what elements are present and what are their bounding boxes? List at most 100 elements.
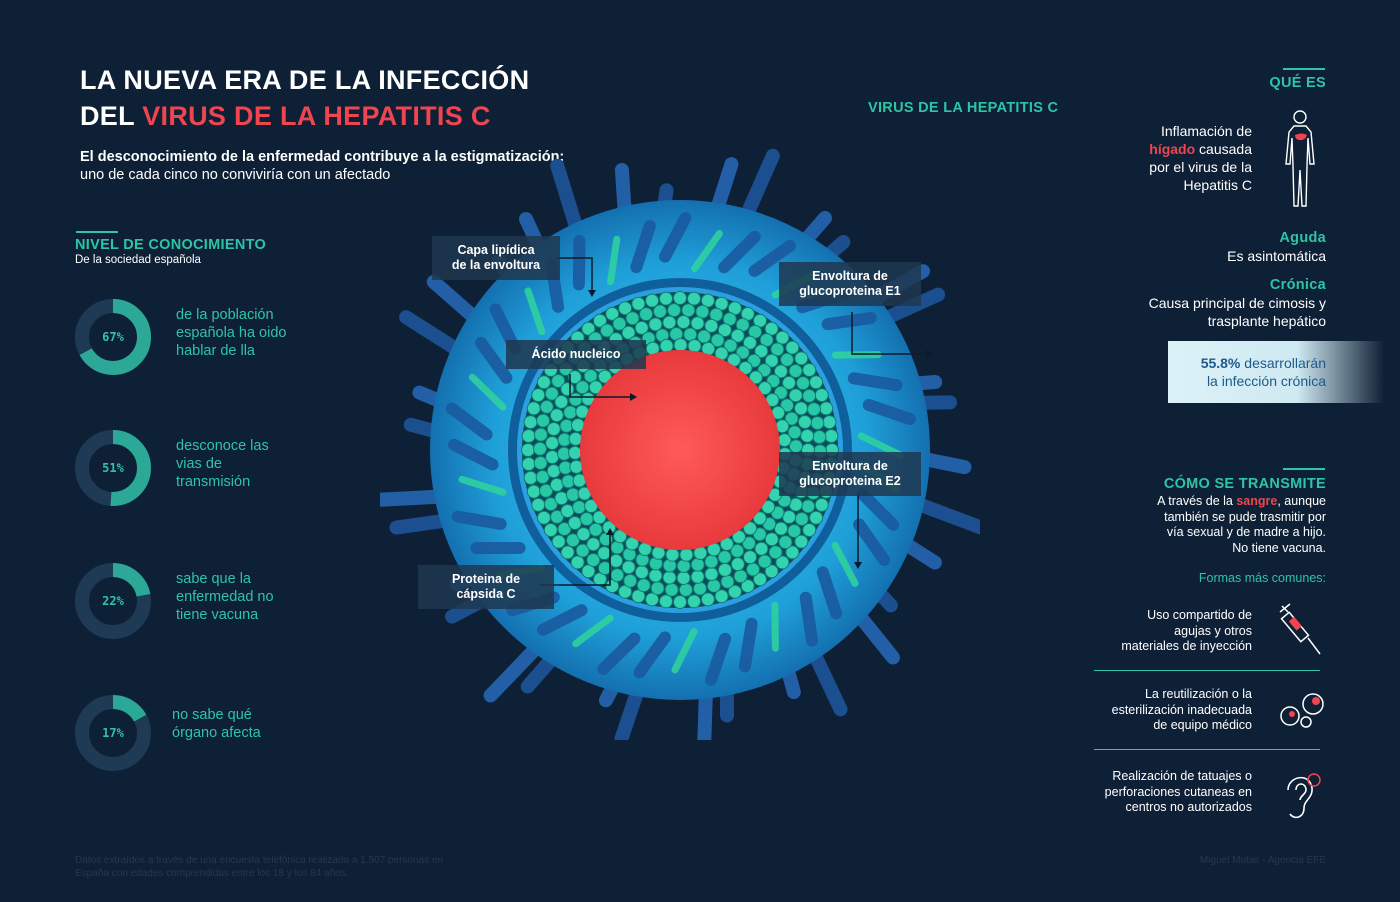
capsomere [697, 329, 712, 344]
capsomere [546, 421, 561, 436]
capsomere [738, 360, 753, 375]
capsomere [800, 428, 815, 443]
knowledge-subtitle: De la sociedad española [75, 254, 201, 266]
form-1-line-1: Uso compartido de [1147, 608, 1252, 622]
capsomere [690, 316, 705, 331]
footer-credit: Miguel Mutas - Agencia EFE [1199, 855, 1326, 866]
chronic-title: Crónica [1269, 277, 1326, 293]
capsomere [536, 413, 551, 428]
capsomere [681, 303, 696, 318]
chronic-stat-percent: 55.8% [1200, 355, 1241, 371]
capsomere [533, 441, 548, 456]
capsomere [544, 386, 559, 401]
capsomere [576, 527, 591, 542]
transmission-line-2: también se pude trasmitir por [1164, 509, 1326, 524]
acute-title: Aguda [1279, 230, 1326, 246]
inner-spike [853, 518, 891, 567]
capsomere [770, 342, 785, 357]
capsomere [592, 510, 607, 525]
capsomere [545, 436, 560, 451]
capsomere [819, 401, 834, 416]
label-capsid: Proteina de cápsida C [418, 565, 554, 609]
capsomere [623, 573, 638, 588]
capsomere [631, 296, 646, 311]
donut-label: 67% [102, 330, 124, 344]
inner-spike [597, 632, 641, 675]
capsomere [551, 534, 566, 549]
inner-spike [537, 604, 588, 636]
inner-spike [821, 311, 877, 331]
inner-spikes [445, 212, 916, 686]
capsomere [658, 594, 673, 609]
transmission-line-4: No tiene vacuna. [1232, 540, 1326, 555]
transmission-text: A través de la sangre, aunque también se… [1066, 494, 1326, 556]
capsomere [788, 364, 803, 379]
capsomere [788, 388, 803, 403]
capsomere [673, 291, 687, 305]
footer-source: Datos extraídos a través de una encuesta… [75, 854, 495, 880]
capsomere [560, 503, 575, 518]
capsomere [687, 291, 702, 306]
capsomere [814, 497, 829, 512]
capsomere [648, 568, 663, 583]
donut-fill [75, 299, 151, 375]
capsomere [801, 499, 816, 514]
capsomere [768, 545, 783, 560]
capsomere [560, 545, 575, 560]
donut-chart: 22% [75, 563, 151, 639]
capsomere [777, 433, 792, 448]
capsomere [662, 315, 677, 330]
capsomere [521, 457, 536, 472]
inner-spike [705, 632, 732, 686]
capsomere [543, 497, 558, 512]
capsomere [787, 425, 802, 440]
capsomere [700, 592, 715, 607]
inner-spike [862, 398, 916, 425]
capsomere [523, 470, 538, 485]
capsomere [652, 304, 667, 319]
capsomere [612, 316, 627, 331]
capsomere [774, 521, 789, 536]
stat-text-line: transmisión [176, 474, 251, 490]
capsomere [531, 388, 546, 403]
capsomere [572, 500, 587, 515]
capsomere [676, 315, 691, 330]
stat-text-line: enfermedad no [176, 589, 274, 605]
capsomere [563, 405, 578, 420]
capsomere [539, 483, 554, 498]
form-1-text: Uso compartido de agujas y otros materia… [1012, 608, 1252, 655]
label-e2: Envoltura de glucoproteina E2 [779, 452, 921, 496]
form-2-text: La reutilización o la esterilización ina… [1012, 687, 1252, 734]
capsomere [797, 414, 812, 429]
chronic-stat-line-2: la infección crónica [1206, 373, 1326, 389]
footer-source-line-1: Datos extraídos a través de una encuesta… [75, 855, 444, 866]
capsomere [549, 408, 564, 423]
nucleic-acid-core [580, 350, 780, 550]
capsomere [822, 415, 837, 430]
virus-diagram [380, 148, 980, 740]
capsomere [568, 392, 583, 407]
capsomere [673, 595, 687, 609]
capsomere [742, 335, 757, 350]
form-3-text: Realización de tatuajes o perforaciones … [1012, 769, 1252, 816]
capsomere [535, 469, 550, 484]
capsomere [533, 455, 548, 470]
label-e1-line-1: Envoltura de [812, 269, 888, 283]
inner-spike [475, 336, 513, 384]
form-divider-2 [1094, 749, 1320, 750]
capsomere [775, 555, 790, 570]
form-2-line-3: de equipo médico [1153, 718, 1252, 732]
capsomere [610, 568, 625, 583]
capsomere [567, 515, 582, 530]
capsomere [788, 439, 803, 454]
capsomere [636, 578, 651, 593]
desc-line-1: Inflamación de [1160, 123, 1252, 139]
form-3-line-1: Realización de tatuajes o [1112, 769, 1252, 783]
capsomere [754, 344, 769, 359]
capsomere [704, 554, 719, 569]
capsomere [533, 427, 548, 442]
section-line-transmission [1283, 468, 1325, 470]
section-line-what [1283, 68, 1325, 70]
inner-spike [847, 372, 903, 392]
